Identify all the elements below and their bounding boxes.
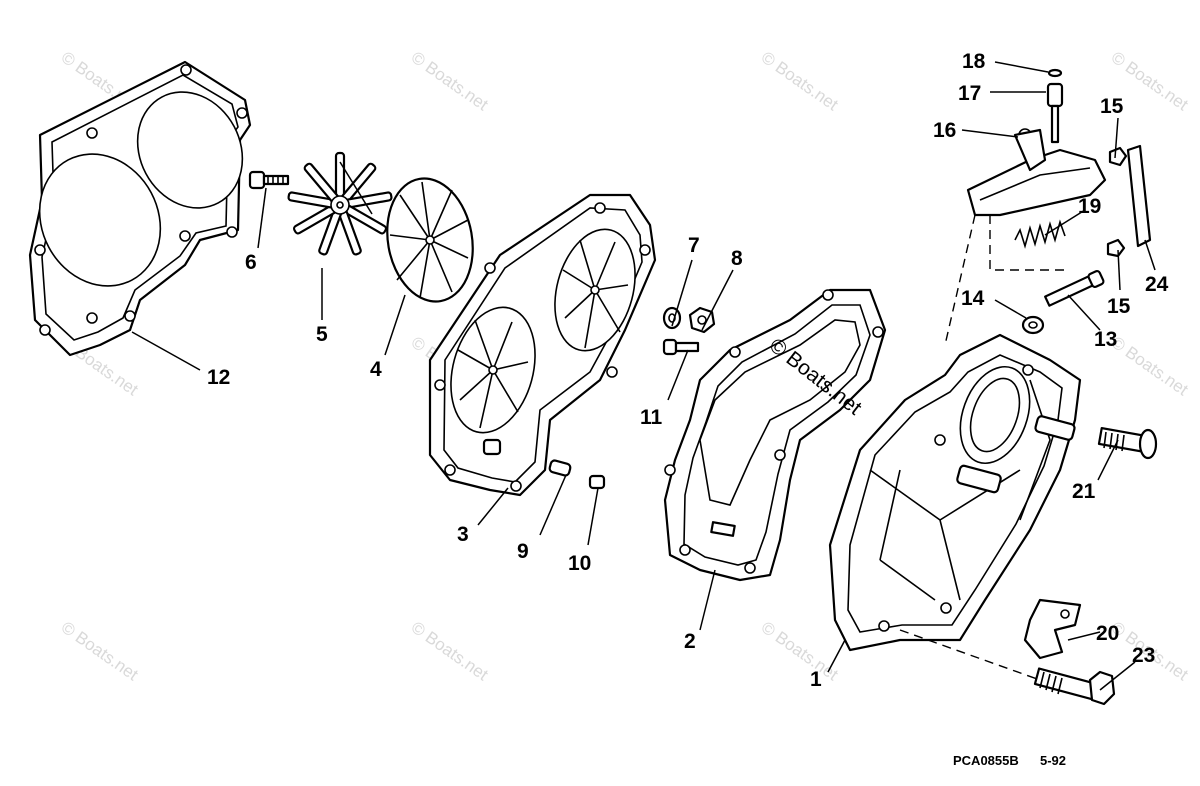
part-4-rotor <box>386 177 474 303</box>
threaded-stud <box>956 415 1076 494</box>
part-13-screw <box>1044 270 1105 307</box>
watermark: © Boats.net <box>408 48 492 115</box>
callout-12: 12 <box>207 366 230 389</box>
part-9-pin <box>548 459 572 477</box>
watermark: © Boats.net <box>408 618 492 685</box>
part-11-screw <box>662 338 700 356</box>
watermark: © Boats.net <box>58 618 142 685</box>
part-8-nut <box>688 306 716 334</box>
part-14-spacer <box>1021 315 1045 335</box>
callout-5: 5 <box>316 323 328 346</box>
callout-15-upper: 15 <box>1100 95 1124 118</box>
part-6-screw <box>248 170 290 190</box>
part-19-spring <box>1014 219 1066 249</box>
watermark: © Boats.net <box>758 618 842 685</box>
callout-24: 24 <box>1145 273 1169 296</box>
callout-13: 13 <box>1094 328 1117 351</box>
part-17-bushing <box>1046 82 1064 144</box>
part-24-link-rod <box>1126 144 1152 248</box>
callout-15-lower: 15 <box>1107 295 1131 318</box>
part-10-screw <box>588 474 606 490</box>
part-5-impeller <box>287 151 393 256</box>
part-15-socket-lower <box>1106 238 1126 258</box>
callout-4: 4 <box>370 358 382 381</box>
part-16-lever <box>966 128 1107 217</box>
callout-20: 20 <box>1096 622 1119 645</box>
callout-16: 16 <box>933 119 956 142</box>
axis-line <box>339 161 373 215</box>
callout-6: 6 <box>245 251 257 274</box>
part-12-gasket <box>28 60 252 357</box>
part-2-gasket <box>663 288 887 582</box>
callout-17: 17 <box>958 82 981 105</box>
footer: PCA0855B 5-92 <box>953 753 1066 768</box>
callout-9: 9 <box>517 540 529 563</box>
part-23-bolt <box>1033 667 1116 706</box>
callout-18: 18 <box>962 50 986 73</box>
watermark: © Boats.net <box>1108 333 1192 400</box>
callout-1: 1 <box>810 668 822 691</box>
callout-labels: 1 2 3 4 5 6 7 8 9 10 11 12 13 14 15 15 1… <box>207 50 1169 691</box>
part-15-socket-upper <box>1108 146 1128 167</box>
figure-code: PCA0855B <box>953 753 1019 768</box>
part-1-carburetor-body <box>828 333 1082 652</box>
watermark: © Boats.net <box>758 48 842 115</box>
callout-11: 11 <box>640 406 663 429</box>
callout-3: 3 <box>457 523 469 546</box>
callout-14: 14 <box>961 287 985 310</box>
callout-7: 7 <box>688 234 700 257</box>
callout-19: 19 <box>1078 195 1101 218</box>
part-18-clip <box>1047 68 1063 78</box>
callout-10: 10 <box>568 552 591 575</box>
callout-8: 8 <box>731 247 743 270</box>
callout-21: 21 <box>1072 480 1096 503</box>
callout-23: 23 <box>1132 644 1155 667</box>
leader-lines <box>131 61 1156 691</box>
part-3-cover-plate <box>428 193 657 497</box>
callout-2: 2 <box>684 630 696 653</box>
part-21-bolt <box>1097 427 1158 460</box>
alignment-lines <box>899 214 1070 681</box>
part-20-clamp <box>1023 598 1082 660</box>
revision-date: 5-92 <box>1040 753 1066 768</box>
